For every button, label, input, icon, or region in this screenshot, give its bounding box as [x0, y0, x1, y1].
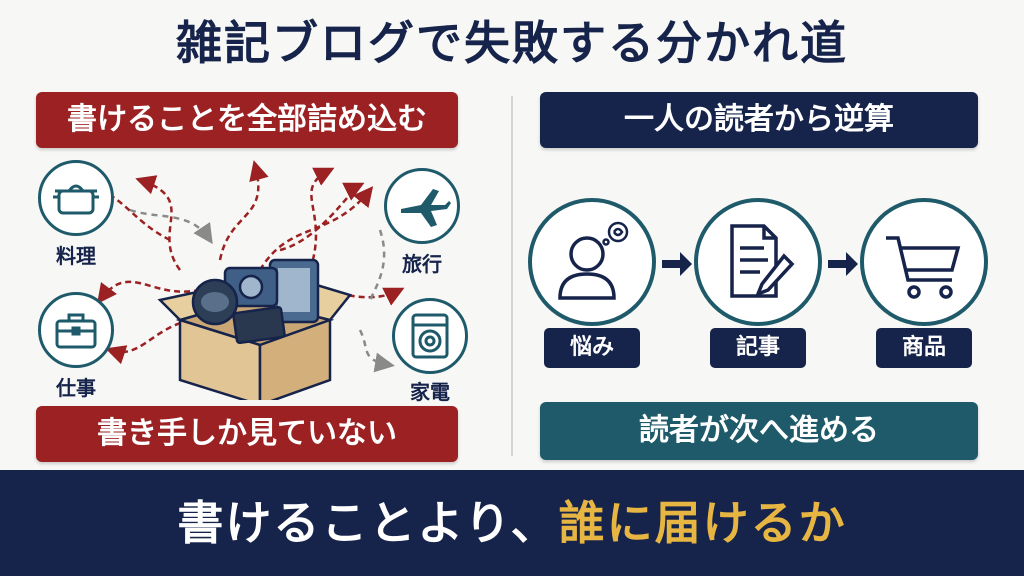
- left-top-label: 書けることを全部詰め込む: [36, 92, 458, 148]
- travel-circle: [384, 168, 460, 244]
- arrow-right-icon: [828, 252, 858, 276]
- cardboard-box-icon: [157, 258, 353, 400]
- product-circle: [860, 198, 988, 326]
- scattered-content-illustration: [85, 160, 405, 400]
- category-travel-label: 旅行: [402, 252, 442, 276]
- right-bottom-label: 読者が次へ進める: [540, 402, 978, 460]
- category-cooking-label: 料理: [56, 244, 96, 268]
- appliance-circle: [392, 298, 468, 374]
- work-circle: [38, 292, 114, 368]
- washing-machine-icon: [411, 313, 449, 359]
- banner-text-highlight: 誰に届けるか: [558, 496, 847, 550]
- page-title: 雑記ブログで失敗する分かれ道: [176, 16, 848, 70]
- shopping-cart-icon: [886, 236, 961, 299]
- bottom-banner: 書けることより、誰に届けるか: [0, 470, 1024, 576]
- right-top-label: 一人の読者から逆算: [540, 92, 978, 148]
- pot-icon: [53, 184, 99, 215]
- category-appliances-label: 家電: [410, 380, 450, 404]
- airplane-icon: [401, 189, 451, 227]
- briefcase-icon: [55, 313, 97, 349]
- cooking-circle: [38, 160, 114, 236]
- left-bottom-label: 書き手しか見ていない: [36, 406, 458, 462]
- worried-person-icon: [558, 221, 629, 300]
- article-circle: [694, 198, 822, 326]
- step-article-label: 記事: [710, 328, 806, 368]
- document-pen-icon: [730, 224, 795, 298]
- worry-circle: [528, 198, 656, 326]
- step-worry-label: 悩み: [544, 328, 640, 368]
- category-work-label: 仕事: [56, 376, 96, 400]
- banner-text-white: 書けることより、: [177, 496, 559, 550]
- center-divider: [511, 96, 513, 456]
- step-product-label: 商品: [876, 328, 972, 368]
- arrow-right-icon: [662, 252, 692, 276]
